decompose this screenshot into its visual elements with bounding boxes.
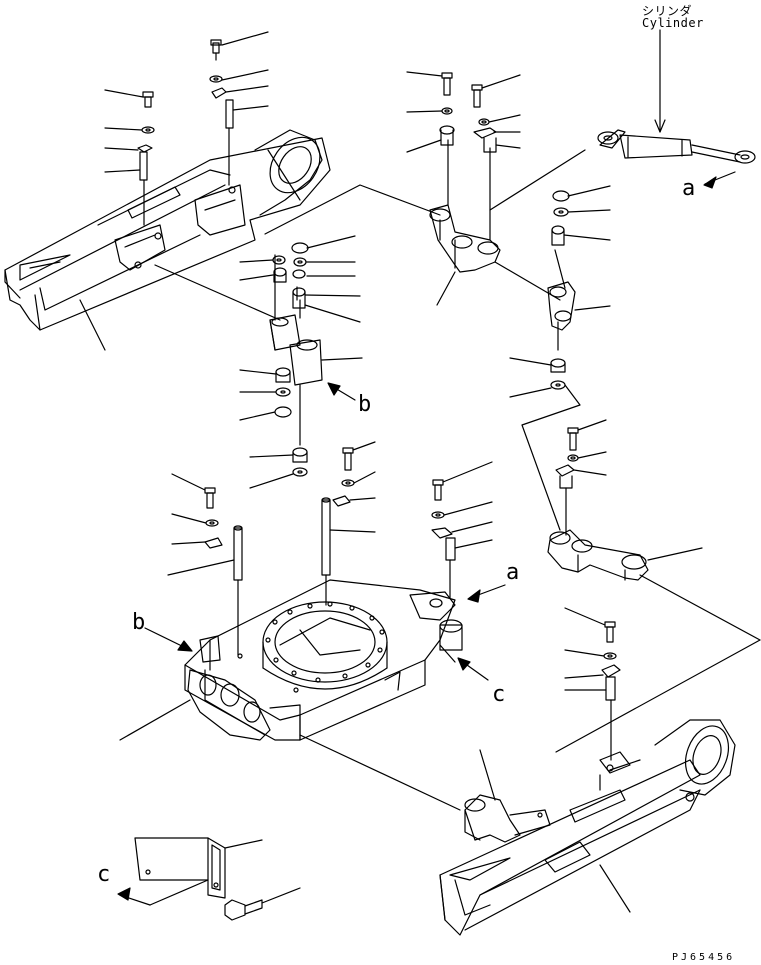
- left-track-frame: [4, 129, 331, 331]
- frame-pins: [167, 441, 493, 656]
- bolt-stack-left-a: [209, 31, 269, 186]
- cylinder-label-jp: シリンダ: [642, 4, 693, 18]
- center-frame: [184, 579, 463, 741]
- callout-a-mid: a: [506, 560, 520, 585]
- right-track-frame: [439, 719, 736, 936]
- callout-b-left: b: [132, 610, 146, 635]
- callout-c-bottom: c: [97, 862, 111, 887]
- callout-a-top: a: [682, 176, 696, 201]
- figure-code: PJ65456: [672, 952, 736, 963]
- bell-crank-lower: [547, 419, 761, 753]
- link-assembly-b: [154, 235, 363, 489]
- bell-crank-upper: [264, 71, 586, 306]
- cylinder: [597, 29, 756, 189]
- bolt-stack-right-lower: [564, 607, 621, 761]
- cover-plate: [117, 837, 301, 921]
- callout-arrows-center: [119, 382, 506, 811]
- bolt-stack-left-b: [79, 89, 155, 351]
- callout-b-mid: b: [358, 392, 372, 417]
- callout-c-right: c: [492, 682, 506, 707]
- cylinder-label-en: Cylinder: [642, 16, 704, 30]
- right-link: [494, 185, 611, 531]
